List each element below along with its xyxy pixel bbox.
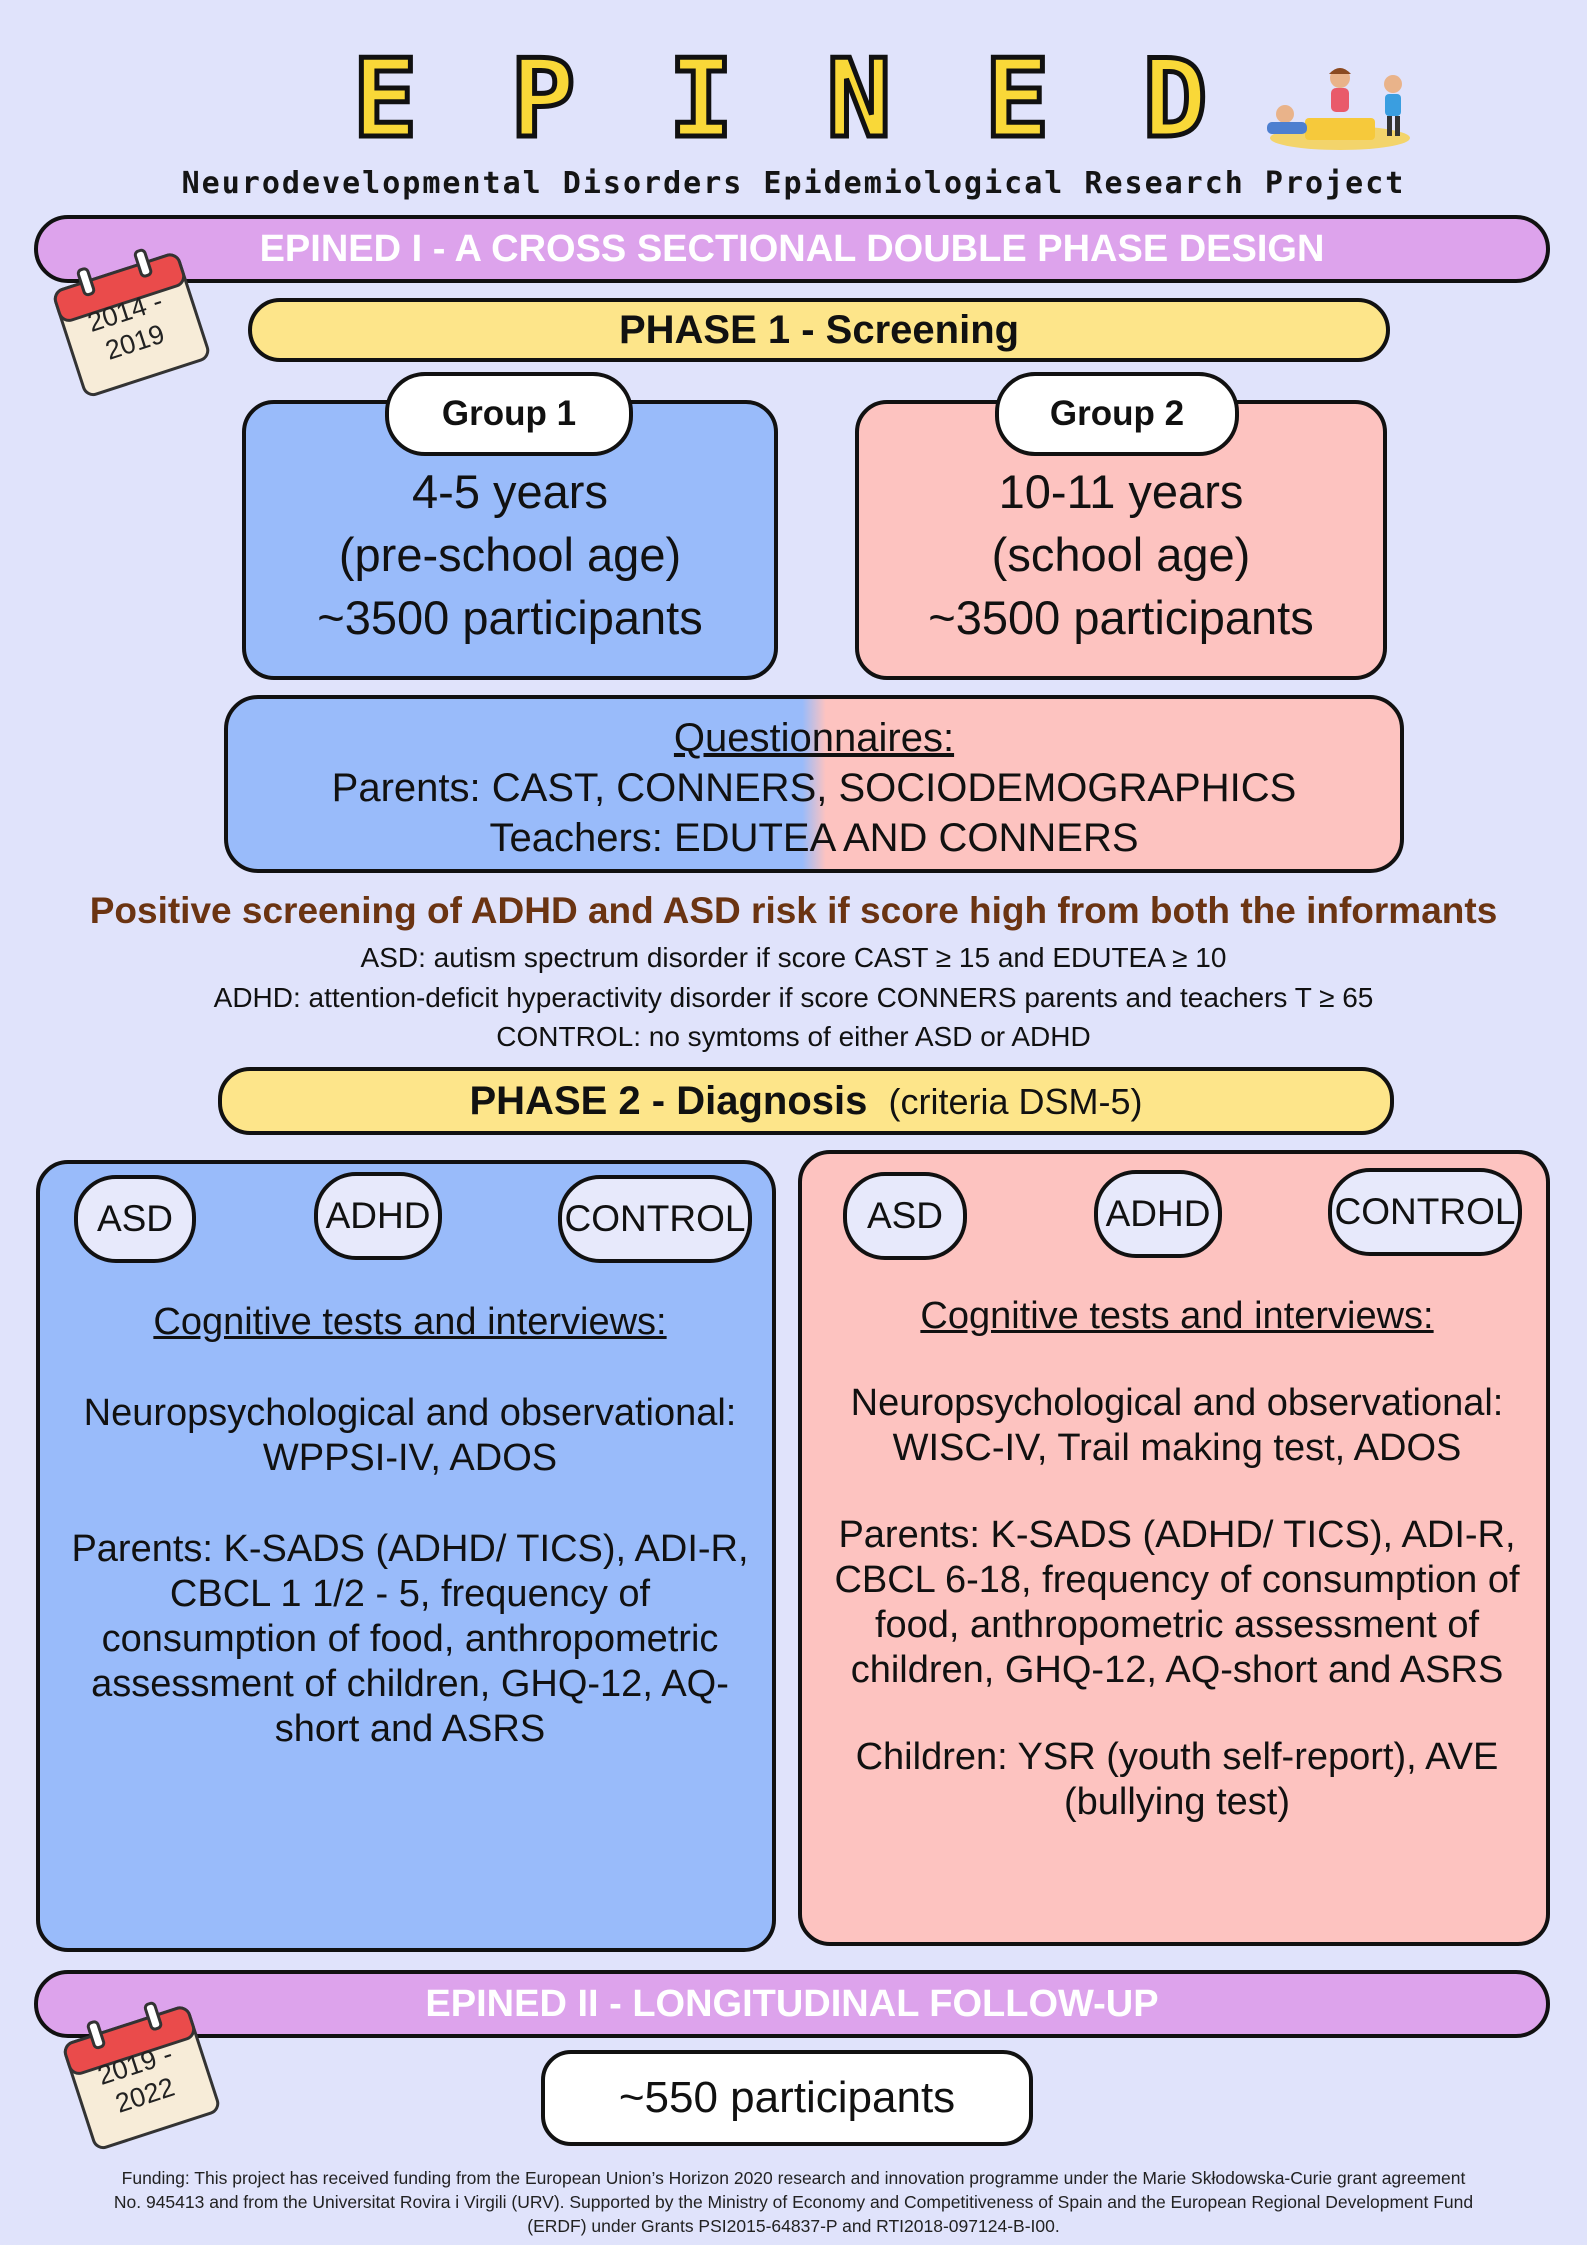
group1-participants: ~3500 participants: [317, 591, 703, 644]
group2-stage: (school age): [991, 528, 1251, 581]
title-letter: P: [508, 37, 578, 162]
project-title: E P I N E D: [330, 37, 1230, 162]
epined1-banner: EPINED I - A CROSS SECTIONAL DOUBLE PHAS…: [34, 215, 1550, 283]
questionnaires-title: Questionnaires:: [673, 716, 955, 760]
screening-adhd: ADHD: attention-deficit hyperactivity di…: [213, 982, 1374, 1013]
project-subtitle: Neurodevelopmental Disorders Epidemiolog…: [181, 166, 1406, 201]
group1-age: 4-5 years: [412, 465, 608, 518]
group2-age: 10-11 years: [998, 465, 1244, 518]
tag-adhd: ADHD: [314, 1172, 442, 1260]
phase2-criteria: (criteria DSM-5): [888, 1081, 1143, 1122]
phase1-label: PHASE 1 - Screening: [248, 298, 1390, 362]
screening-control: CONTROL: no symtoms of either ASD or ADH…: [496, 1021, 1091, 1052]
phase2-right-box: [798, 1150, 1550, 1946]
group2-participants: ~3500 participants: [928, 591, 1314, 644]
title-letter: E: [350, 37, 420, 162]
calendar-icon: [53, 248, 210, 397]
funding-note: Funding: This project has received fundi…: [0, 2166, 1587, 2238]
tag-control: CONTROL: [1328, 1168, 1522, 1256]
tag-adhd: ADHD: [1094, 1170, 1222, 1258]
tag-asd: ASD: [843, 1172, 967, 1260]
title-letter: E: [982, 37, 1052, 162]
title-letter: D: [1140, 37, 1210, 162]
group2-details: 10-11 years (school age) ~3500 participa…: [855, 460, 1387, 649]
title-letter: N: [824, 37, 894, 162]
right-parents: Parents: K-SADS (ADHD/ TICS), ADI-R, CBC…: [834, 1514, 1520, 1691]
left-parents: Parents: K-SADS (ADHD/ TICS), ADI-R, CBC…: [71, 1528, 749, 1750]
phase2-bar: PHASE 2 - Diagnosis (criteria DSM-5): [218, 1067, 1394, 1135]
children-illustration: [1267, 68, 1410, 150]
right-tests-title: Cognitive tests and interviews:: [920, 1295, 1434, 1337]
phase2-left-content: Cognitive tests and interviews: Neuropsy…: [60, 1300, 760, 1752]
calendar-icon: [63, 2001, 220, 2150]
group1-stage: (pre-school age): [338, 528, 682, 581]
right-children: Children: YSR (youth self-report), AVE (…: [855, 1736, 1499, 1823]
phase2-right-content: Cognitive tests and interviews: Neuropsy…: [822, 1294, 1532, 1825]
phase2-label: PHASE 2 - Diagnosis: [469, 1079, 868, 1123]
screening-headline: Positive screening of ADHD and ASD risk …: [89, 890, 1498, 931]
screening-asd: ASD: autism spectrum disorder if score C…: [360, 942, 1227, 973]
phase2-left-box: [36, 1160, 776, 1952]
tag-control: CONTROL: [558, 1175, 752, 1263]
funding-line: (ERDF) under Grants PSI2015-64837-P and …: [527, 2216, 1060, 2236]
tag-asd: ASD: [74, 1175, 196, 1263]
group2-label: Group 2: [995, 372, 1239, 456]
group1-details: 4-5 years (pre-school age) ~3500 partici…: [242, 460, 778, 649]
group1-label: Group 1: [385, 372, 633, 456]
funding-line: No. 945413 and from the Universitat Rovi…: [113, 2192, 1474, 2212]
left-tests-title: Cognitive tests and interviews:: [153, 1301, 667, 1343]
epined2-participants: ~550 participants: [541, 2050, 1033, 2146]
questionnaires-box: Questionnaires: Parents: CAST, CONNERS, …: [224, 695, 1404, 873]
right-neuro: Neuropsychological and observational: WI…: [850, 1382, 1504, 1469]
left-neuro: Neuropsychological and observational: WP…: [83, 1392, 737, 1479]
epined2-banner: EPINED II - LONGITUDINAL FOLLOW-UP: [34, 1970, 1550, 2038]
funding-line: Funding: This project has received fundi…: [121, 2168, 1466, 2188]
questionnaires-parents: Parents: CAST, CONNERS, SOCIODEMOGRAPHIC…: [331, 766, 1297, 810]
questionnaires-teachers: Teachers: EDUTEA AND CONNERS: [489, 816, 1139, 860]
title-letter: I: [666, 37, 736, 162]
